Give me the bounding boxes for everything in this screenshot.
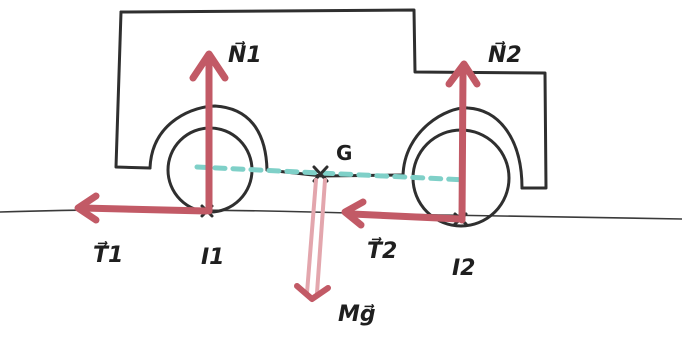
force-T2-arrow	[341, 198, 464, 229]
rear-wheel-arch	[401, 106, 524, 190]
label-Mg: Mg⃗	[338, 302, 376, 327]
front-wheel-arch	[148, 104, 269, 172]
car-body-left-edge	[114, 10, 152, 170]
car-body-outline	[119, 8, 548, 190]
label-N1: N⃗1	[228, 41, 262, 68]
label-T1: T⃗1	[93, 241, 123, 268]
label-G: G	[336, 141, 352, 165]
label-I2: I2	[452, 256, 476, 281]
force-T1-arrow	[74, 192, 210, 224]
force-weight-arrow	[294, 178, 331, 302]
axle-dashed-line	[194, 164, 469, 183]
force-N1-arrow	[189, 50, 229, 215]
label-I1: I1	[201, 245, 225, 270]
label-T2: T⃗2	[367, 237, 397, 264]
label-N2: N⃗2	[488, 41, 522, 68]
force-N2-arrow	[445, 60, 481, 224]
